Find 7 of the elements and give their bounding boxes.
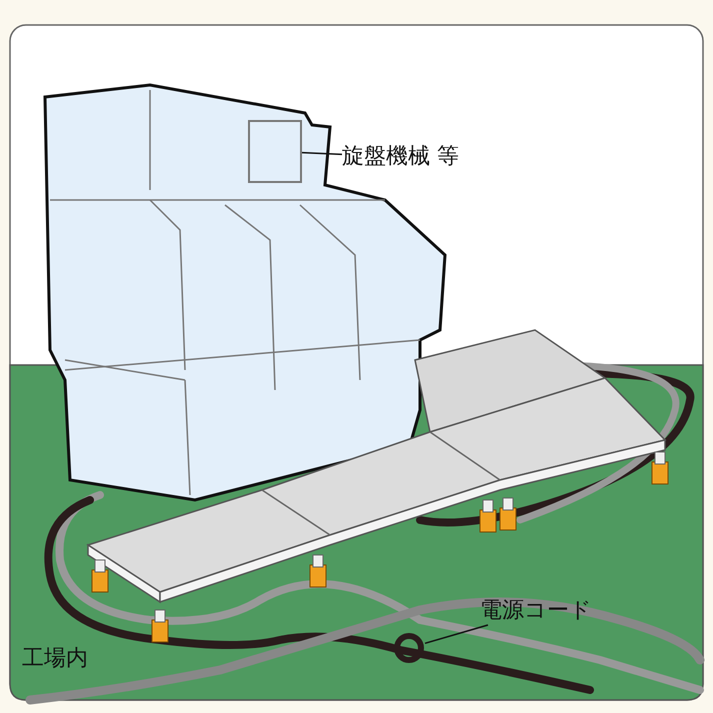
cord-label: 電源コード bbox=[480, 597, 592, 625]
leader-line bbox=[424, 624, 488, 644]
leader-line bbox=[302, 152, 342, 156]
machine-window bbox=[248, 120, 302, 183]
machine-label: 旋盤機械 等 bbox=[342, 143, 459, 171]
cord-loop-drawing bbox=[393, 632, 425, 664]
area-label: 工場内 bbox=[22, 645, 88, 673]
